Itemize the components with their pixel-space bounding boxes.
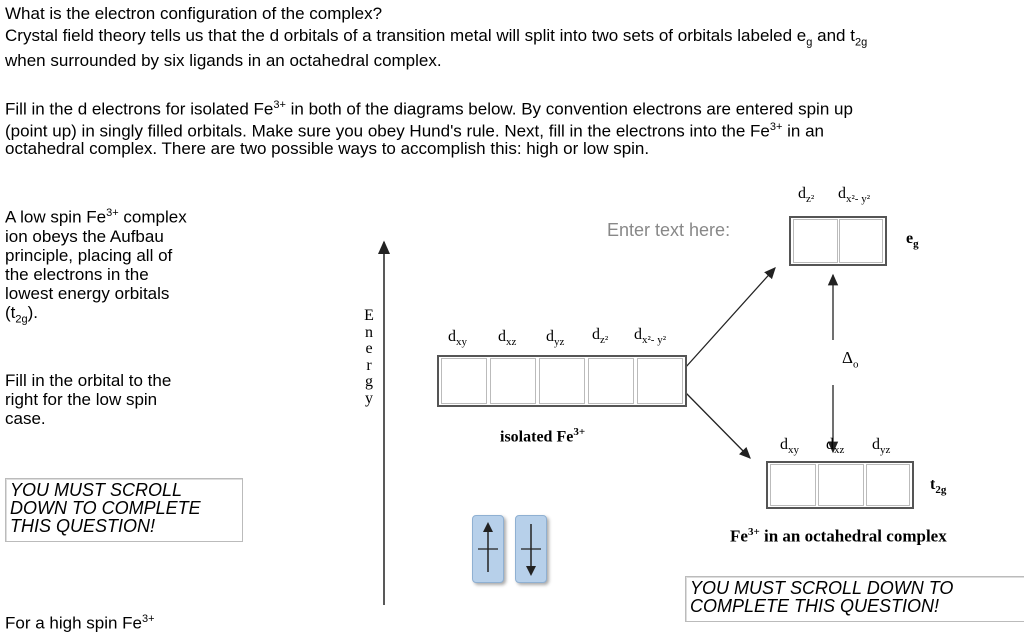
t2g-orbital-box-dyz[interactable] bbox=[866, 464, 910, 506]
isolated-orbital-label-dz2: dz² bbox=[592, 326, 609, 347]
eg-set-label: eg bbox=[906, 230, 919, 251]
enter-text-field[interactable]: Enter text here: bbox=[607, 220, 731, 240]
isolated-orbital-box-dxy[interactable] bbox=[441, 358, 487, 404]
orbital-diagram: E n e r g y Enter text here: dxy dxz dyz… bbox=[340, 180, 1024, 628]
eg-orbital-box-dx2y2[interactable] bbox=[839, 219, 883, 263]
isolated-orbital-box-dxz[interactable] bbox=[490, 358, 536, 404]
intro-line-1: Crystal field theory tells us that the d… bbox=[5, 26, 868, 49]
intro-line-2: when surrounded by six ligands in an oct… bbox=[5, 51, 442, 70]
isolated-orbital-box-dyz[interactable] bbox=[539, 358, 585, 404]
t2g-orbital-box-dxz[interactable] bbox=[818, 464, 864, 506]
eg-orbital-label-dz2: dz² bbox=[798, 185, 815, 206]
t2g-set-label: t2g bbox=[930, 476, 947, 497]
delta-o-label: Δo bbox=[842, 348, 859, 371]
scroll-note-left: YOU MUST SCROLL DOWN TO COMPLETE THIS QU… bbox=[5, 478, 243, 542]
spin-down-arrow-icon bbox=[521, 524, 541, 576]
spin-up-button[interactable] bbox=[472, 515, 504, 583]
fill-line-1: Fill in the d electrons for isolated Fe3… bbox=[5, 99, 853, 119]
isolated-orbital-box-dz2[interactable] bbox=[588, 358, 634, 404]
t2g-orbital-box-dxy[interactable] bbox=[770, 464, 816, 506]
energy-label: E n e r g y bbox=[364, 307, 374, 407]
diagram-arrows bbox=[378, 240, 839, 605]
eg-orbital-label-dx2y2: dx²- y² bbox=[838, 185, 871, 206]
split-down-arrow bbox=[684, 391, 751, 459]
question-text: What is the electron configuration of th… bbox=[5, 4, 383, 23]
scroll-note-right: YOU MUST SCROLL DOWN TO COMPLETE THIS QU… bbox=[685, 576, 1024, 622]
eg-orbital-box-dz2[interactable] bbox=[793, 219, 838, 263]
isolated-orbital-label-dyz: dyz bbox=[546, 328, 565, 349]
high-spin-description: For a high spin Fe3+ bbox=[5, 613, 155, 633]
fill-line-3: octahedral complex. There are two possib… bbox=[5, 139, 650, 158]
isolated-orbital-box-dx2y2[interactable] bbox=[637, 358, 683, 404]
isolated-orbital-label-dx2y2: dx²- y² bbox=[634, 326, 667, 347]
isolated-orbital-row bbox=[437, 355, 687, 407]
eg-orbital-row bbox=[789, 216, 887, 266]
low-spin-description: A low spin Fe3+ complex ion obeys the Au… bbox=[5, 207, 187, 326]
split-up-arrow bbox=[684, 267, 776, 369]
fill-instruction: Fill in the orbital to the right for the… bbox=[5, 371, 172, 428]
isolated-caption: isolated Fe3+ bbox=[500, 426, 586, 446]
t2g-orbital-label-dxy: dxy bbox=[780, 436, 799, 457]
isolated-orbital-label-dxy: dxy bbox=[448, 328, 467, 349]
t2g-orbital-label-dyz: dyz bbox=[872, 436, 891, 457]
t2g-orbital-label-dxz: dxz bbox=[826, 436, 845, 457]
octahedral-caption: Fe3+ in an octahedral complex bbox=[730, 526, 947, 546]
isolated-orbital-label-dxz: dxz bbox=[498, 328, 517, 349]
spin-down-button[interactable] bbox=[515, 515, 547, 583]
t2g-orbital-row bbox=[766, 461, 914, 509]
fill-line-2: (point up) in singly filled orbitals. Ma… bbox=[5, 121, 824, 141]
spin-up-arrow-icon bbox=[478, 522, 498, 572]
